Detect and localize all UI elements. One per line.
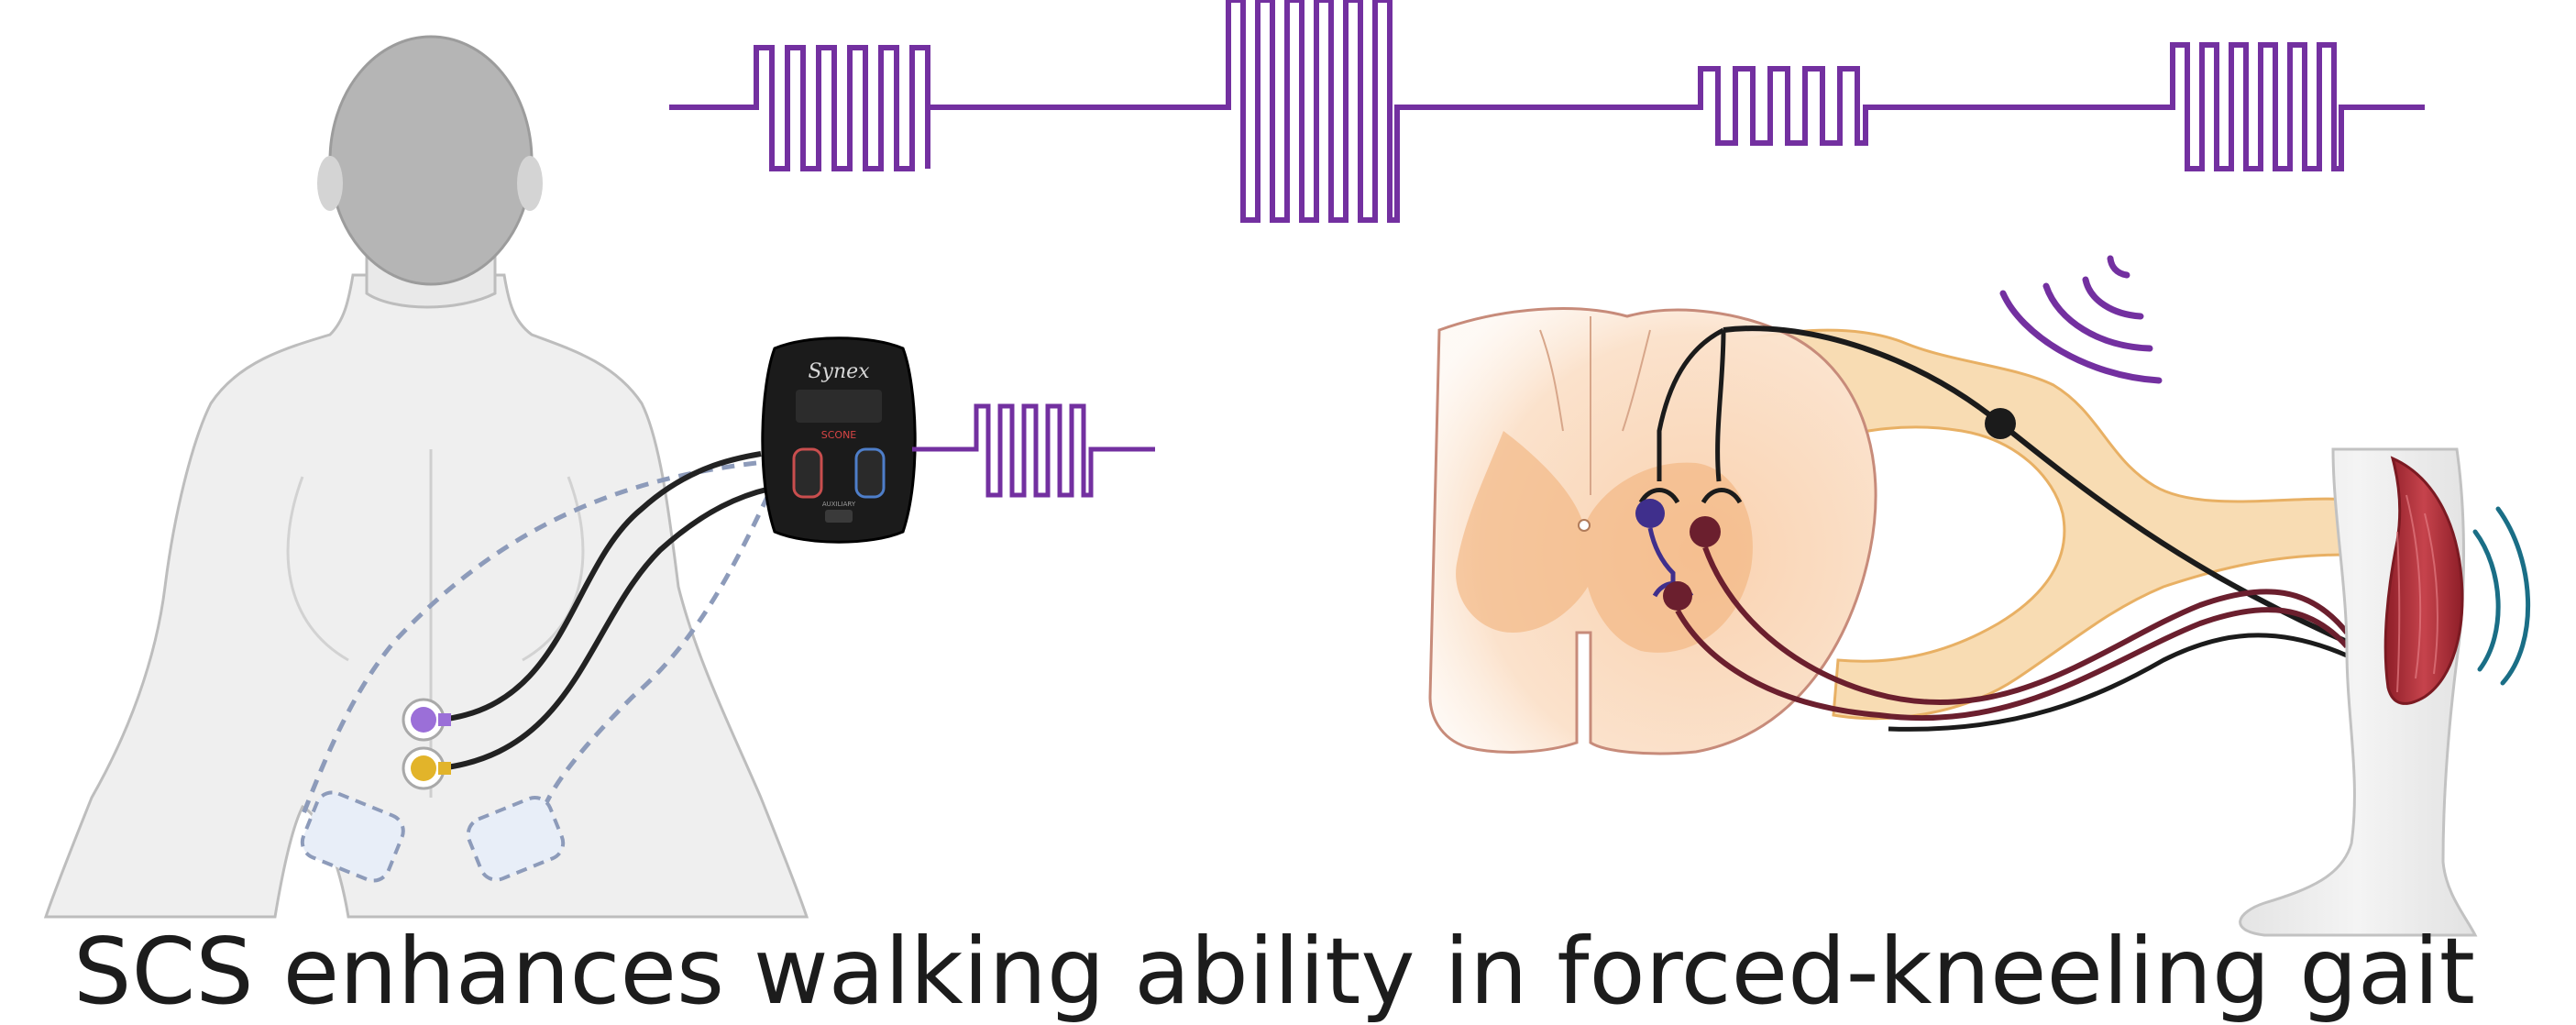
device-maker: SCONE xyxy=(821,429,857,441)
interneuron-icon xyxy=(1635,499,1665,528)
device-display xyxy=(796,390,882,423)
torso xyxy=(46,275,807,917)
scs-diagram: Synex SCONE AUXILIARY xyxy=(0,0,2576,951)
stimulation-waveform-icon xyxy=(669,0,2425,220)
ear-right xyxy=(517,156,543,211)
ear-left xyxy=(317,156,343,211)
device-brand: Synex xyxy=(808,360,870,383)
stimulator-device-icon: Synex SCONE AUXILIARY xyxy=(763,338,915,543)
spinal-cord-cross-section-icon xyxy=(1430,309,2347,754)
sensory-neuron-soma xyxy=(1985,408,2016,439)
sensory-signal-arcs-icon xyxy=(2003,259,2159,380)
caption: SCS enhances walking ability in forced-k… xyxy=(73,921,2475,1022)
device-button-left xyxy=(794,449,821,497)
hair xyxy=(330,37,532,284)
motoneuron-icon xyxy=(1690,516,1721,547)
device-port-label: AUXILIARY xyxy=(822,501,856,508)
muscle-contraction-arcs-icon xyxy=(2475,509,2528,683)
device-output-waveform-icon xyxy=(912,406,1155,495)
motoneuron-icon-2 xyxy=(1663,581,1692,611)
central-canal xyxy=(1579,520,1590,531)
device-port xyxy=(825,510,853,523)
device-button-right xyxy=(856,449,884,497)
human-back xyxy=(46,37,807,917)
